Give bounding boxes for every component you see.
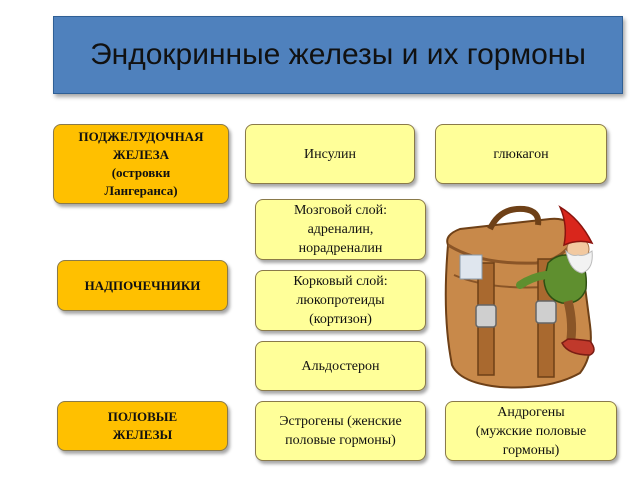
gland-sex: ПОЛОВЫЕ ЖЕЛЕЗЫ [57, 401, 228, 451]
hormone-medulla: Мозговой слой: адреналин, норадреналин [255, 199, 426, 260]
suitcase-handle [487, 205, 542, 231]
buckle [475, 304, 497, 328]
gnome-suitcase-illustration [444, 205, 595, 389]
hormone-estrogens: Эстрогены (женские половые гормоны) [255, 401, 426, 461]
page-title: Эндокринные железы и их гормоны [53, 16, 623, 94]
buckle [535, 300, 557, 324]
hormone-insulin: Инсулин [245, 124, 415, 184]
hormone-glucagon: глюкагон [435, 124, 607, 184]
gnome-boot [561, 338, 595, 356]
gland-adrenal: НАДПОЧЕЧНИКИ [57, 260, 228, 311]
gland-pancreas: ПОДЖЕЛУДОЧНАЯ ЖЕЛЕЗА (островки Лангеранс… [53, 124, 229, 204]
gnome-arm [516, 271, 550, 289]
hormone-aldosterone: Альдостерон [255, 341, 426, 391]
gnome-beard [565, 249, 593, 274]
hormone-androgens: Андрогены (мужские половые гормоны) [445, 401, 617, 461]
hormone-cortex: Корковый слой: люкопротеиды (кортизон) [255, 270, 426, 331]
gnome-hat [558, 205, 594, 247]
